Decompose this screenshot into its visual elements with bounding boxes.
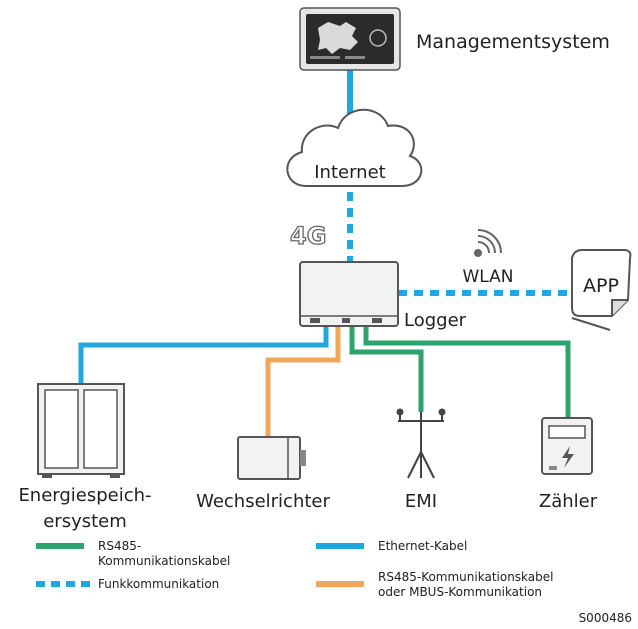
energy-storage-label-line1: Energiespeich- [18,485,151,506]
emi-label: EMI [405,491,437,512]
meter-label: Zähler [539,491,598,512]
figure-id: S000486 [579,611,632,625]
emi-weather-station-icon [396,408,446,479]
energy-storage-label-line2: ersystem [43,511,127,532]
inverter-icon [237,436,306,480]
rs485-line-meter [363,326,571,418]
logger-label: Logger [404,310,467,331]
legend-rs485-label-line2: Kommunikationskabel [98,554,230,568]
management-system-label: Managementsystem [416,31,610,53]
legend-ethernet-label: Ethernet-Kabel [378,539,467,553]
legend-wireless-label: Funkkommunikation [98,577,219,591]
management-system-icon [299,7,401,71]
legend: RS485- Kommunikationskabel Funkkommunika… [36,539,553,599]
wifi-icon [474,229,502,257]
internet-cloud-icon [286,108,423,187]
internet-label: Internet [314,162,385,183]
logger-device-icon [299,261,399,327]
energy-storage-icon [37,383,125,478]
app-phone-icon [571,249,632,331]
rs485-line-emi [349,326,424,412]
legend-rs485-label-line1: RS485- [98,539,141,553]
legend-rs485-mbus-label-line2: oder MBUS-Kommunikation [378,585,542,599]
meter-icon [541,417,593,475]
cellular-4g-label: 4G [290,222,326,250]
wlan-label: WLAN [462,267,513,287]
legend-rs485-mbus-label-line1: RS485-Kommunikationskabel [378,570,553,584]
rs485-mbus-line-inverter [265,326,341,437]
app-label: APP [583,275,619,297]
inverter-label: Wechselrichter [196,491,330,512]
ethernet-line-storage [78,326,329,384]
